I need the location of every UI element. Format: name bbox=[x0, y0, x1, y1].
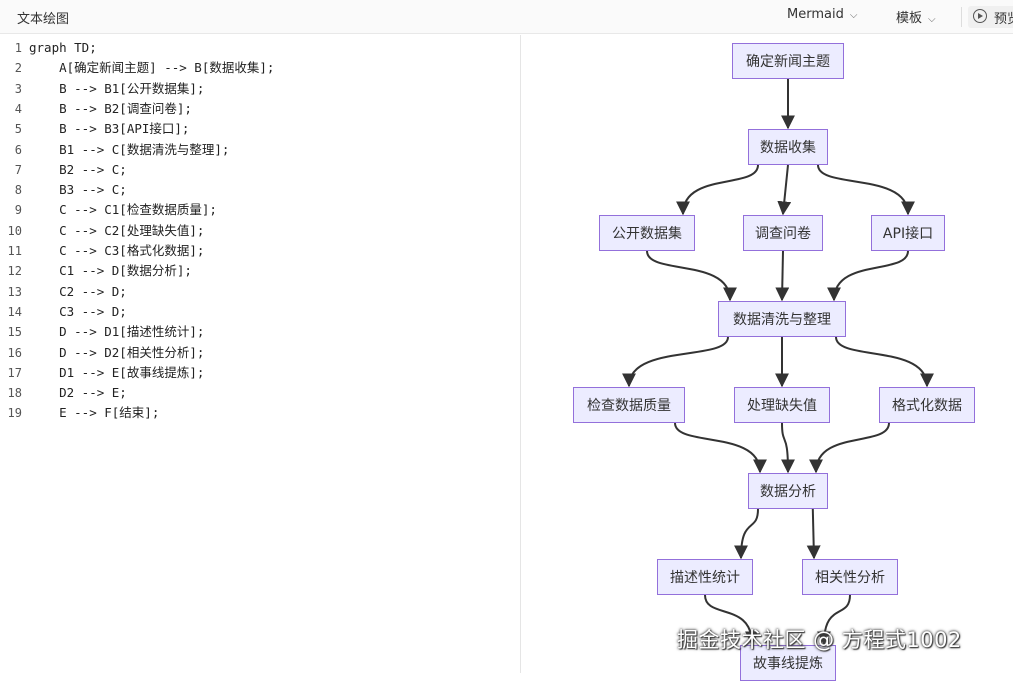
line-number: 8 bbox=[14, 183, 22, 198]
toolbar-divider bbox=[961, 7, 962, 27]
flow-node-c2: 处理缺失值 bbox=[734, 387, 830, 423]
edge-c2-d bbox=[780, 422, 795, 474]
top-bar: 文本绘图 Mermaid ⌵ 模板 ⌵ 预览 bbox=[0, 0, 1013, 34]
line-number: 15 bbox=[7, 325, 22, 340]
line-number: 1 bbox=[14, 41, 22, 55]
preview-button[interactable]: 预览 bbox=[968, 6, 1013, 28]
edge-b2-c bbox=[775, 250, 790, 302]
line-number: 9 bbox=[14, 203, 22, 218]
edge-b-b2 bbox=[777, 164, 792, 216]
code-text: C --> C3[格式化数据]; bbox=[29, 243, 205, 258]
code-text: C2 --> D; bbox=[29, 283, 127, 299]
edge-b-b1 bbox=[676, 164, 759, 216]
watermark: 掘金技术社区 @ 方程式1002 bbox=[677, 628, 962, 652]
code-text: graph TD; bbox=[29, 40, 97, 55]
code-text: B --> B1[公开数据集]; bbox=[29, 80, 205, 96]
flow-node-d1: 描述性统计 bbox=[657, 559, 753, 595]
code-text: D --> D1[描述性统计]; bbox=[29, 324, 205, 340]
line-number: 11 bbox=[7, 244, 22, 258]
edge-b1-c bbox=[646, 250, 737, 302]
line-number: 18 bbox=[7, 386, 22, 401]
line-number: 4 bbox=[14, 101, 22, 116]
edge-d-d2 bbox=[806, 508, 821, 560]
code-text: B --> B3[API接口]; bbox=[29, 121, 190, 137]
flow-node-b3: API接口 bbox=[871, 215, 945, 251]
diagram-preview: 确定新闻主题数据收集公开数据集 调查问卷 API接口数据清洗与整理检查数据质量 处理缺… bbox=[522, 35, 1013, 681]
code-text: B2 --> C; bbox=[29, 161, 127, 177]
code-editor[interactable]: 1 graph TD; 2 A[确定新闻主题] --> B[数据收集]; 3 B --… bbox=[0, 35, 521, 673]
edge-d2-e bbox=[817, 594, 851, 646]
template-dropdown[interactable]: 模板 ⌵ bbox=[896, 7, 936, 26]
code-text: D2 --> E; bbox=[29, 385, 127, 401]
flow-node-d: 数据分析 bbox=[748, 473, 828, 509]
code-text: A[确定新闻主题] --> B[数据收集]; bbox=[29, 60, 275, 76]
syntax-select[interactable]: Mermaid ⌵ bbox=[787, 7, 857, 22]
line-number: 5 bbox=[14, 122, 22, 137]
flow-node-d2: 相关性分析 bbox=[802, 559, 898, 595]
play-circle-icon bbox=[973, 9, 987, 23]
code-text: E --> F[结束]; bbox=[29, 405, 160, 421]
edge-d-d1 bbox=[734, 508, 759, 560]
flow-node-b: 数据收集 bbox=[748, 129, 828, 165]
syntax-select-label: Mermaid bbox=[787, 7, 844, 22]
line-number: 7 bbox=[14, 162, 22, 177]
line-number: 3 bbox=[14, 81, 22, 96]
code-text: D --> D2[相关性分析]; bbox=[29, 344, 205, 360]
line-number: 13 bbox=[7, 284, 22, 299]
edge-c-c3 bbox=[835, 336, 934, 388]
edge-b3-c bbox=[827, 250, 909, 302]
code-text: B --> B2[调查问卷]; bbox=[29, 100, 192, 116]
flow-node-a: 确定新闻主题 bbox=[732, 43, 844, 79]
preview-label: 预览 bbox=[994, 12, 1013, 27]
code-text: C --> C2[处理缺失值]; bbox=[29, 222, 205, 238]
chevron-down-icon: ⌵ bbox=[928, 14, 936, 25]
edge-c1-d bbox=[674, 422, 767, 474]
edge-b-b3 bbox=[817, 164, 915, 216]
edge-d1-e bbox=[704, 594, 759, 646]
line-number: 17 bbox=[7, 365, 22, 380]
line-number: 2 bbox=[14, 61, 22, 76]
app-title: 文本绘图 bbox=[17, 12, 70, 27]
line-number: 19 bbox=[7, 406, 22, 421]
line-number: 6 bbox=[14, 142, 22, 157]
chevron-down-icon: ⌵ bbox=[849, 10, 858, 21]
edge-c3-d bbox=[809, 422, 890, 474]
code-text: D1 --> E[故事线提炼]; bbox=[29, 364, 205, 380]
code-text: C1 --> D[数据分析]; bbox=[29, 263, 192, 279]
flow-node-c1: 检查数据质量 bbox=[573, 387, 685, 423]
diagram-edges bbox=[622, 79, 934, 646]
code-text: C --> C1[检查数据质量]; bbox=[29, 202, 217, 218]
code-text: B1 --> C[数据清洗与整理]; bbox=[29, 141, 230, 157]
line-number: 12 bbox=[7, 264, 22, 279]
line-number: 16 bbox=[7, 345, 22, 360]
flow-node-c3: 格式化数据 bbox=[879, 387, 975, 423]
flow-node-b2: 调查问卷 bbox=[743, 215, 823, 251]
edge-c-c1 bbox=[622, 336, 729, 388]
code-text: B3 --> C; bbox=[29, 182, 127, 198]
line-number: 10 bbox=[7, 223, 22, 238]
template-label: 模板 bbox=[896, 11, 923, 26]
line-number: 14 bbox=[7, 304, 22, 319]
code-text: C3 --> D; bbox=[29, 303, 127, 319]
flow-node-b1: 公开数据集 bbox=[599, 215, 695, 251]
flow-node-c: 数据清洗与整理 bbox=[718, 301, 846, 337]
